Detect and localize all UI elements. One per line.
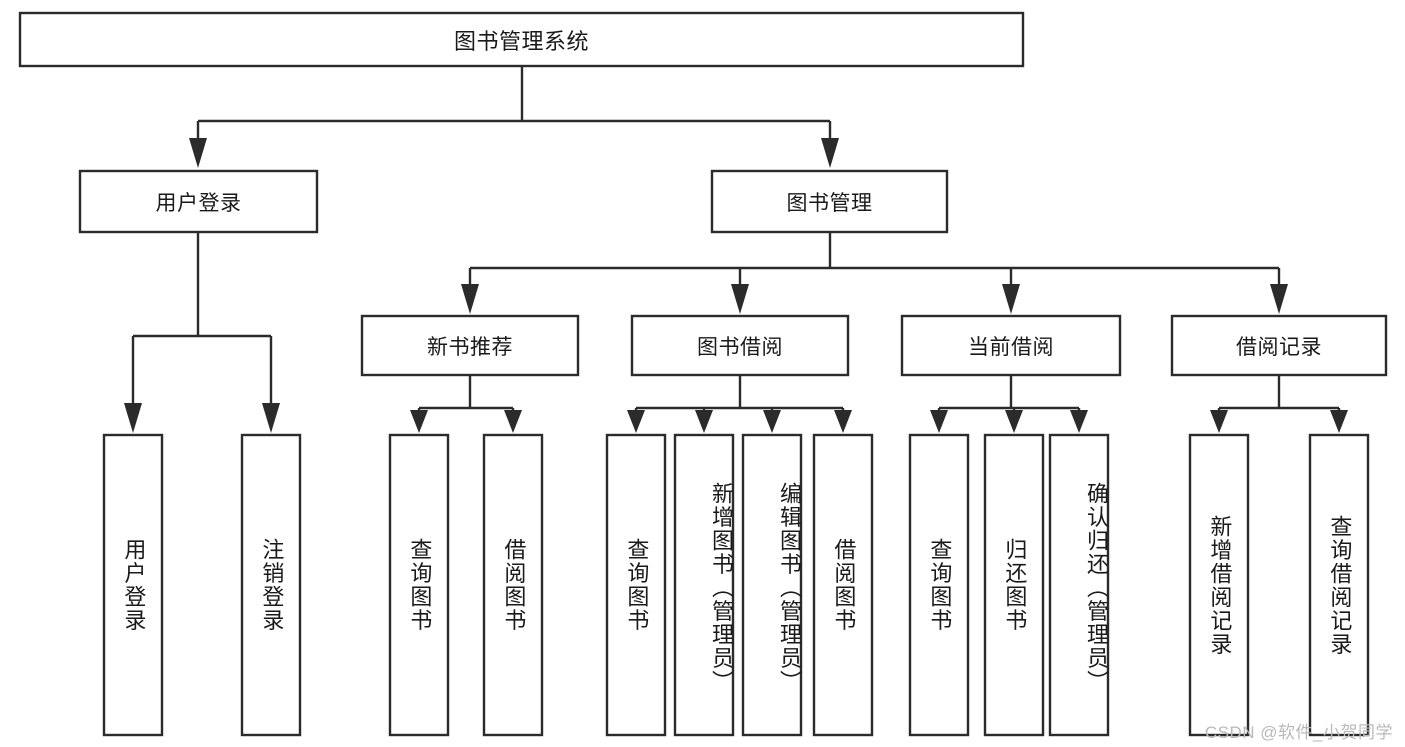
arrow-to-book-borrow: [731, 284, 749, 314]
arrow-to-leaf-bb-add: [695, 410, 713, 433]
box-leaf-nb-query[interactable]: [388, 433, 450, 737]
box-book-management[interactable]: [710, 169, 949, 234]
arrow-to-leaf-cb-confirm: [1070, 410, 1088, 433]
box-user-login[interactable]: [78, 169, 319, 234]
arrow-to-leaf-nb-query: [410, 410, 428, 433]
arrow-to-borrow-record: [1270, 284, 1288, 314]
box-leaf-rec-add[interactable]: [1188, 433, 1250, 737]
connector-borrow-record-children: [1210, 375, 1348, 433]
box-leaf-bb-add[interactable]: [673, 433, 735, 737]
arrow-to-current-borrow: [1002, 284, 1020, 314]
box-leaf-cb-return[interactable]: [983, 433, 1045, 737]
arrow-to-leaf-cb-query: [930, 410, 948, 433]
arrow-to-new-book-recommend: [461, 284, 479, 314]
box-current-borrow[interactable]: [900, 314, 1122, 377]
connector-root-to-level1: [189, 66, 839, 168]
box-leaf-bb-edit[interactable]: [741, 433, 803, 737]
arrow-to-leaf-bb-borrow: [834, 410, 852, 433]
arrow-to-leaf-rec-add: [1210, 410, 1228, 433]
arrow-to-leaf-logout: [262, 403, 280, 433]
box-new-book-recommend[interactable]: [360, 314, 580, 377]
connector-new-book-children: [410, 375, 522, 433]
box-leaf-rec-query[interactable]: [1308, 433, 1370, 737]
connector-book-management-children: [461, 232, 1288, 314]
box-leaf-cb-query[interactable]: [908, 433, 970, 737]
connector-current-borrow-children: [930, 375, 1088, 433]
box-leaf-bb-query[interactable]: [605, 433, 667, 737]
arrow-to-user-login: [189, 138, 207, 168]
box-leaf-nb-borrow[interactable]: [482, 433, 544, 737]
box-leaf-cb-confirm[interactable]: [1048, 433, 1110, 737]
arrow-to-leaf-bb-query: [627, 410, 645, 433]
arrow-to-leaf-nb-borrow: [504, 410, 522, 433]
connector-book-borrow-children: [627, 375, 852, 433]
box-leaf-bb-borrow[interactable]: [812, 433, 874, 737]
connector-user-login-children: [124, 232, 280, 433]
arrow-to-leaf-user-login: [124, 403, 142, 433]
box-leaf-logout[interactable]: [240, 433, 302, 737]
arrow-to-book-management: [821, 138, 839, 168]
arrow-to-leaf-cb-return: [1005, 410, 1023, 433]
arrow-to-leaf-bb-edit: [763, 410, 781, 433]
box-borrow-record[interactable]: [1170, 314, 1388, 377]
box-book-borrow[interactable]: [630, 314, 850, 377]
arrow-to-leaf-rec-query: [1330, 410, 1348, 433]
box-root[interactable]: [18, 11, 1025, 68]
box-leaf-user-login[interactable]: [102, 433, 164, 737]
